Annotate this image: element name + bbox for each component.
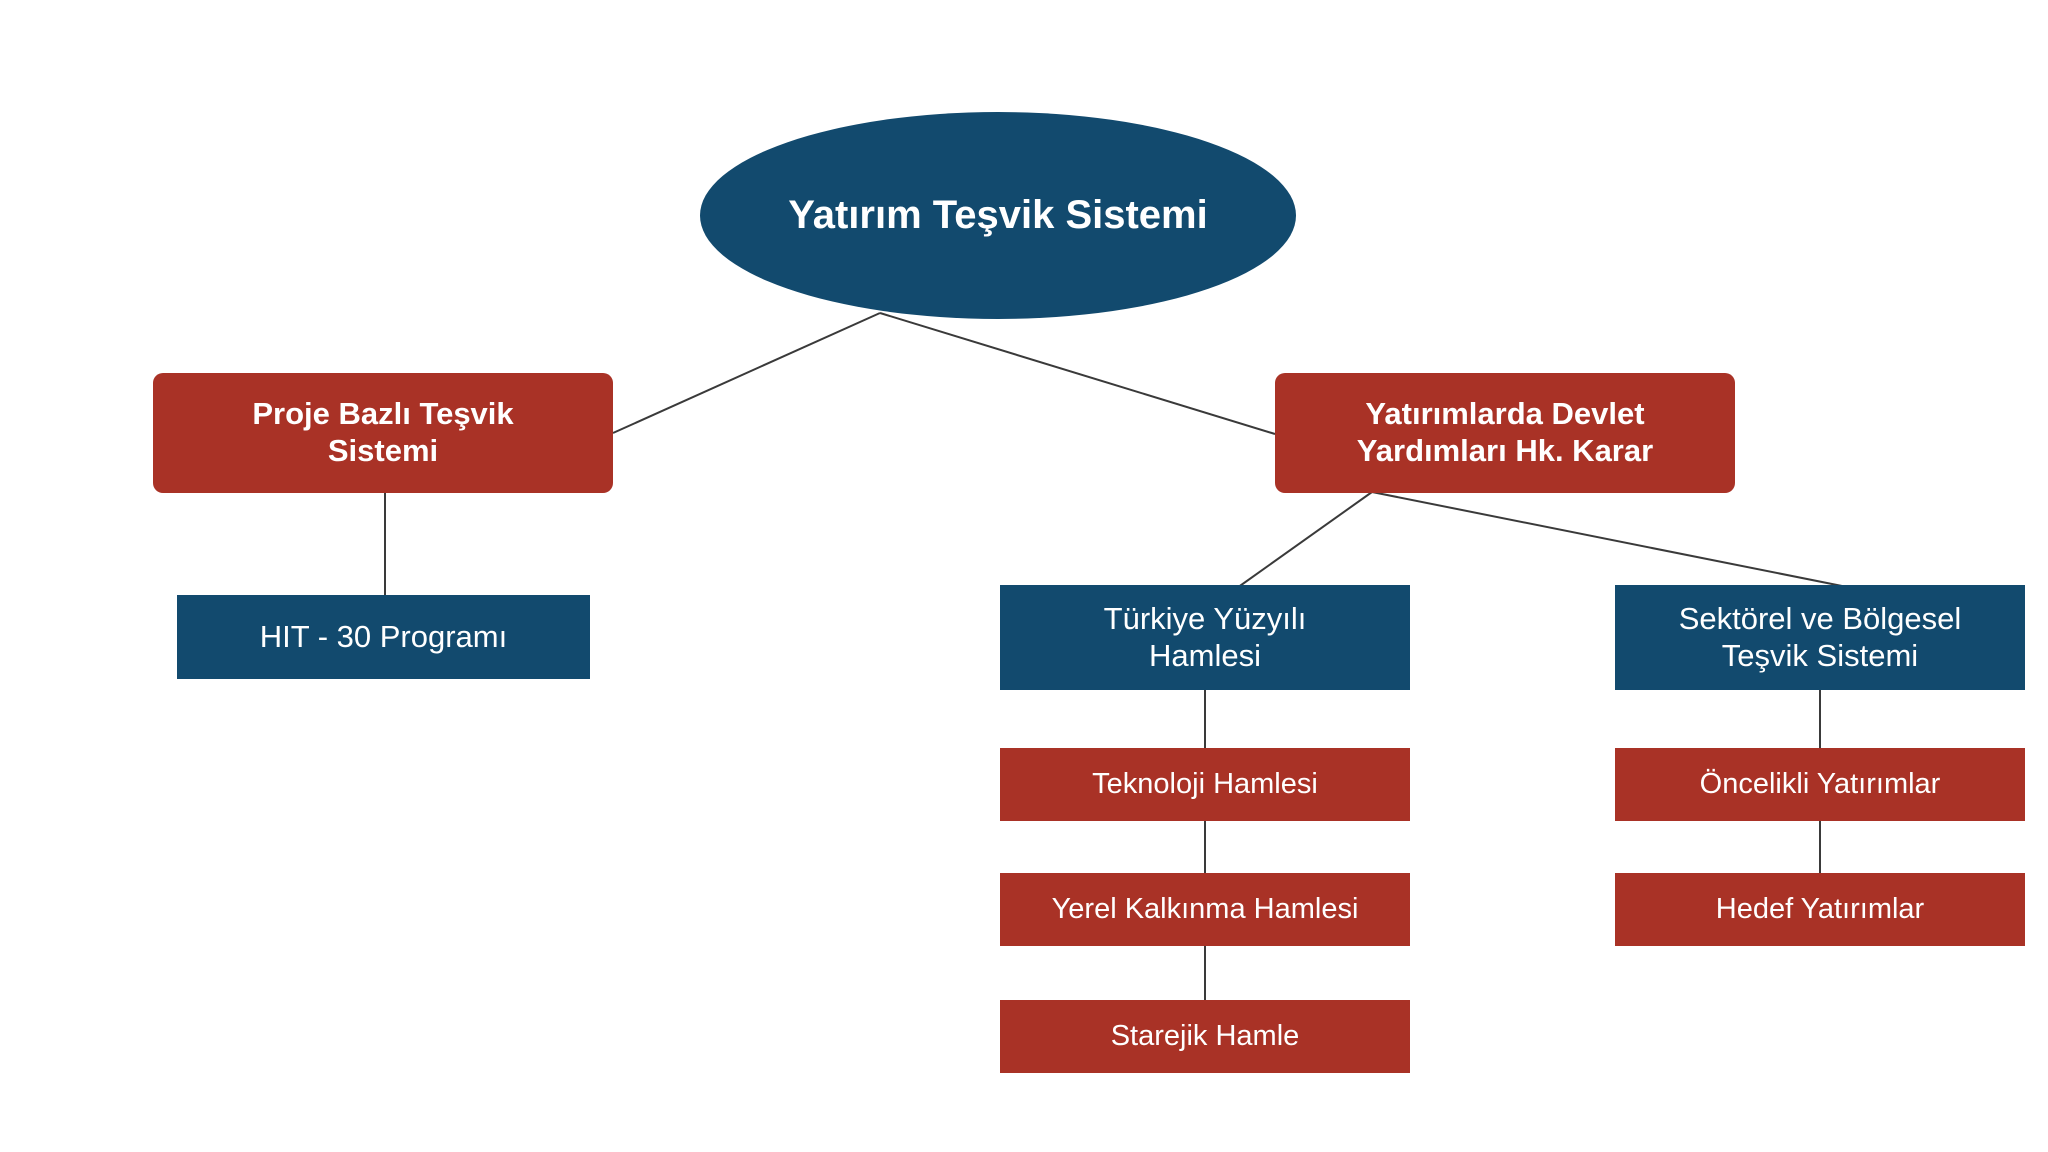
node-starejik-hamle[interactable]: Starejik Hamle [1000,1000,1410,1073]
node-turkiye-yuzyili-hamlesi-label: Türkiye Yüzyılı Hamlesi [1103,600,1307,673]
node-teknoloji-hamlesi[interactable]: Teknoloji Hamlesi [1000,748,1410,821]
node-proje-bazli-tesvik-sistemi[interactable]: Proje Bazlı Teşvik Sistemi [153,373,613,493]
node-yerel-kalkinma-hamlesi[interactable]: Yerel Kalkınma Hamlesi [1000,873,1410,946]
node-proje-bazli-tesvik-sistemi-label: Proje Bazlı Teşvik Sistemi [252,396,514,468]
connector-root-to-yatirimlarda [879,312,1276,435]
node-teknoloji-hamlesi-label: Teknoloji Hamlesi [1092,768,1318,801]
node-starejik-hamle-label: Starejik Hamle [1110,1020,1300,1053]
node-sektorel-ve-bolgesel-tesvik-sistemi-label: Sektörel ve Bölgesel Teşvik Sistemi [1678,600,1962,673]
node-turkiye-yuzyili-hamlesi[interactable]: Türkiye Yüzyılı Hamlesi [1000,585,1410,690]
node-hit-30-programi-label: HIT - 30 Programı [259,618,508,654]
node-yatirimlarda-devlet-yardimlari-label: Yatırımlarda Devlet Yardımları Hk. Karar [1356,396,1654,468]
node-root[interactable]: Yatırım Teşvik Sistemi [700,112,1296,319]
node-root-label: Yatırım Teşvik Sistemi [788,192,1208,237]
node-hedef-yatirimlar-label: Hedef Yatırımlar [1715,893,1925,926]
node-yerel-kalkinma-hamlesi-label: Yerel Kalkınma Hamlesi [1051,893,1359,926]
node-hedef-yatirimlar[interactable]: Hedef Yatırımlar [1615,873,2025,946]
connector-yatirimlarda-to-sektorel [1371,491,1853,589]
connector-root-to-proje_bazli [612,312,881,434]
connector-yatirimlarda-to-turkiye_yuzyili [1236,491,1373,589]
node-hit-30-programi[interactable]: HIT - 30 Programı [177,595,590,679]
node-oncelikli-yatirimlar[interactable]: Öncelikli Yatırımlar [1615,748,2025,821]
node-sektorel-ve-bolgesel-tesvik-sistemi[interactable]: Sektörel ve Bölgesel Teşvik Sistemi [1615,585,2025,690]
node-yatirimlarda-devlet-yardimlari[interactable]: Yatırımlarda Devlet Yardımları Hk. Karar [1275,373,1735,493]
node-oncelikli-yatirimlar-label: Öncelikli Yatırımlar [1699,768,1941,801]
